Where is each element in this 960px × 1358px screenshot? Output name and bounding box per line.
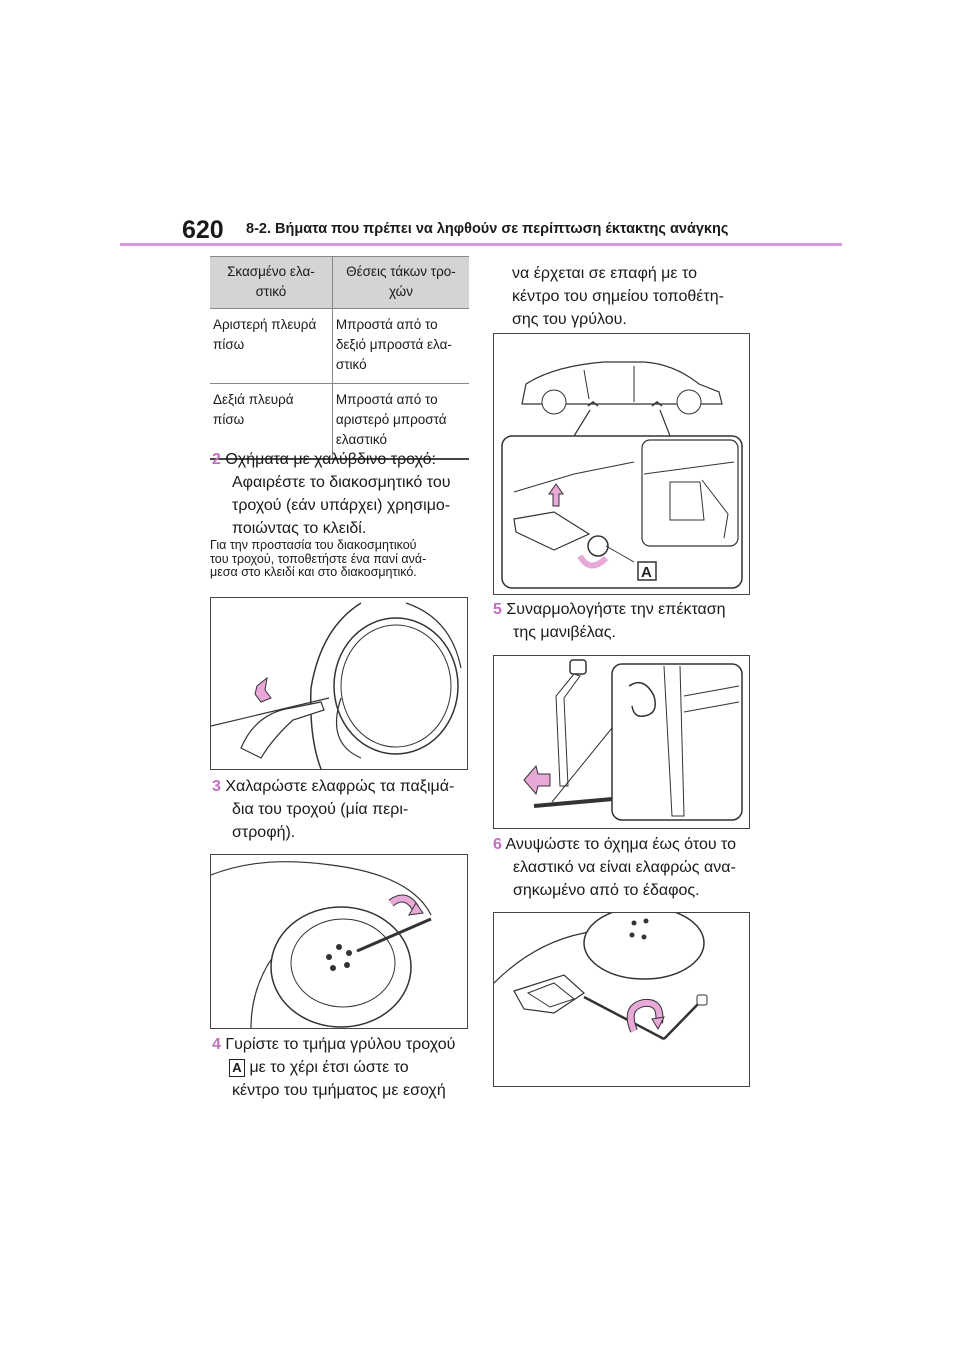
step-number: 4 bbox=[212, 1036, 221, 1053]
table-header: Θέσεις τάκων τρο-χών bbox=[331, 256, 469, 309]
step-text: ελαστικό να είναι ελαφρώς ανα- bbox=[513, 859, 736, 876]
header-rule bbox=[120, 243, 842, 246]
step-text: δια του τροχού (μία περι- bbox=[232, 801, 409, 818]
step-text: Συναρμολογήστε την επέκταση bbox=[506, 601, 726, 618]
note-line: Για την προστασία του διακοσμητικού bbox=[210, 538, 417, 552]
step-text: Ανυψώστε το όχημα έως ότου το bbox=[505, 836, 737, 853]
table-header: Σκασμένο ελα-στικό bbox=[210, 256, 333, 309]
step-text: σηκωμένο από το έδαφος. bbox=[513, 882, 700, 899]
step-number: 5 bbox=[493, 601, 502, 618]
step-2: 2 Οχήματα με χαλύβδινο τροχό: Αφαιρέστε … bbox=[212, 448, 474, 540]
figure-loosen-wheel-nuts bbox=[210, 854, 468, 1029]
section-title: 8-2. Βήματα που πρέπει να ληφθούν σε περ… bbox=[246, 221, 729, 237]
step-text: Χαλαρώστε ελαφρώς τα παξιμά- bbox=[225, 778, 455, 795]
figure-label-a: A bbox=[641, 564, 652, 581]
step-text: στροφή). bbox=[232, 824, 296, 841]
step-text: Αφαιρέστε το διακοσμητικό του bbox=[232, 474, 451, 491]
step-text: με το χέρι έτσι ώστε το bbox=[249, 1059, 409, 1076]
figure-remove-wheel-cover bbox=[210, 597, 468, 770]
note-line: του τροχού, τοποθετήστε ένα πανί ανά- bbox=[210, 551, 427, 566]
step-text: σης του γρύλου. bbox=[512, 311, 627, 328]
step-3: 3 Χαλαρώστε ελαφρώς τα παξιμά- δια του τ… bbox=[212, 775, 474, 844]
step-number: 2 bbox=[212, 451, 221, 468]
step-text: τροχού (εάν υπάρχει) χρησιμο- bbox=[232, 497, 451, 514]
step-number: 6 bbox=[493, 836, 502, 853]
step-text: της μανιβέλας. bbox=[513, 624, 616, 641]
figure-jack-position: A bbox=[493, 333, 750, 595]
wheel-chock-table: Σκασμένο ελα-στικό Θέσεις τάκων τρο-χών … bbox=[210, 256, 469, 460]
label-a: A bbox=[229, 1059, 245, 1077]
step-text: Οχήματα με χαλύβδινο τροχό: bbox=[225, 451, 436, 468]
step-text: Γυρίστε το τμήμα γρύλου τροχού bbox=[225, 1036, 456, 1053]
step-4: 4 Γυρίστε το τμήμα γρύλου τροχού A με το… bbox=[212, 1033, 474, 1102]
step-6: 6 Ανυψώστε το όχημα έως ότου το ελαστικό… bbox=[493, 833, 755, 902]
step-text: ποιώντας το κλειδί. bbox=[232, 520, 367, 537]
figure-crank-extension bbox=[493, 655, 750, 829]
step-4-continued: να έρχεται σε επαφή με το κέντρο του σημ… bbox=[512, 262, 774, 331]
step-number: 3 bbox=[212, 778, 221, 795]
page-number: 620 bbox=[182, 216, 224, 244]
figure-raise-vehicle bbox=[493, 912, 750, 1087]
note-line: μεσα στο κλειδί και στο διακοσμητικό. bbox=[210, 565, 417, 579]
step-text: να έρχεται σε επαφή με το bbox=[512, 265, 697, 282]
step-text: κέντρο του τμήματος με εσοχή bbox=[232, 1082, 446, 1099]
step-5: 5 Συναρμολογήστε την επέκταση της μανιβέ… bbox=[493, 598, 755, 644]
note-wheel-cover: Για την προστασία του διακοσμητικού του … bbox=[210, 538, 480, 580]
step-text: κέντρο του σημείου τοποθέτη- bbox=[512, 288, 724, 305]
